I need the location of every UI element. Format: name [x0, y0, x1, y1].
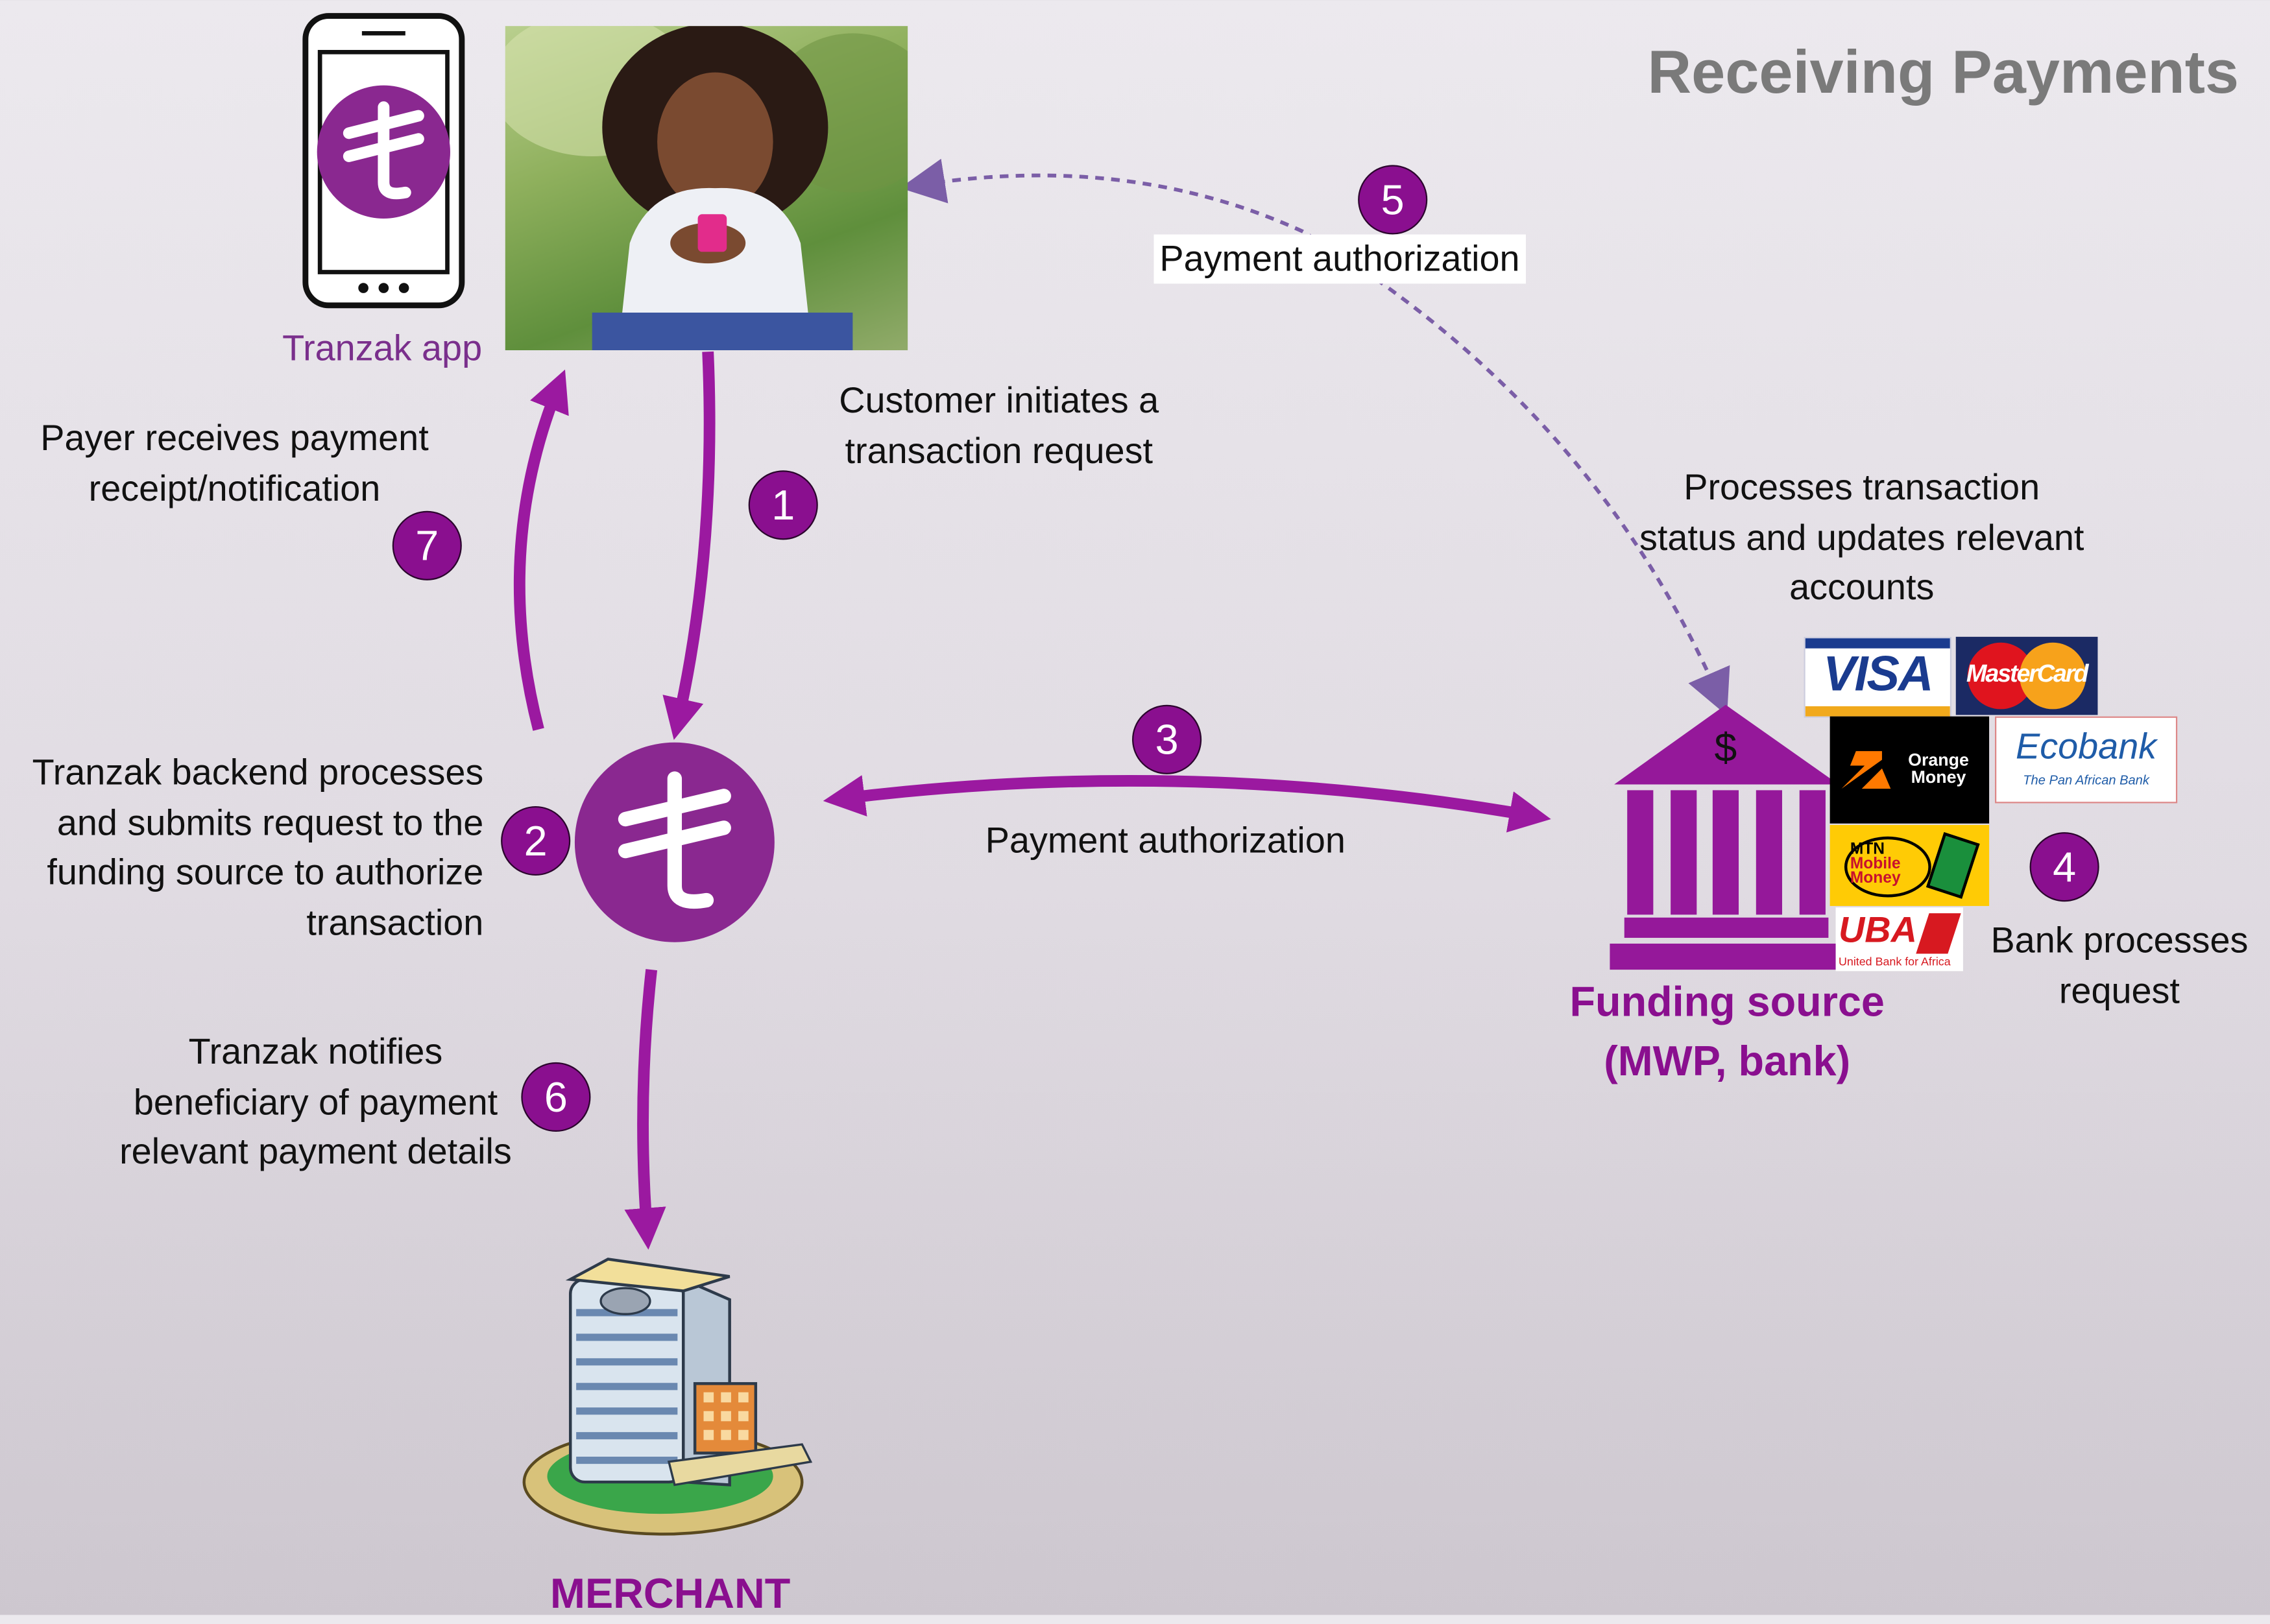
- merchant-building-icon: [522, 1258, 813, 1536]
- visa-logo: VISA: [1804, 636, 1952, 718]
- arrow-step-7: [513, 369, 569, 731]
- mtn-mobile-money-logo: MTN Mobile Money: [1829, 824, 1990, 906]
- mastercard-logo: MasterCard: [1955, 636, 2098, 715]
- step-3-label: Payment authorization: [985, 820, 1346, 861]
- tranzak-logo-icon: [317, 85, 450, 219]
- step-5-badge: 5: [1358, 165, 1428, 235]
- step-7-badge: 7: [392, 510, 462, 580]
- arrow-step-6: [624, 969, 666, 1250]
- uba-logo: UBA United Bank for Africa: [1835, 907, 1963, 972]
- step-2-badge: 2: [501, 806, 571, 876]
- step-1-badge: 1: [748, 470, 818, 540]
- arrow-step-5: [900, 158, 1730, 716]
- merchant-label: MERCHANT: [550, 1571, 791, 1618]
- arrow-step-1: [662, 351, 716, 740]
- page-title: Receiving Payments: [1647, 38, 2240, 106]
- funding-source-label: Funding source(MWP, bank): [1569, 979, 1885, 1086]
- customer-photo: [505, 26, 908, 351]
- app-label: Tranzak app: [282, 328, 483, 370]
- step-3-badge: 3: [1132, 704, 1202, 774]
- bank-icon: $: [1610, 704, 1843, 970]
- arrow-step-3: [823, 774, 1551, 833]
- step-6-badge: 6: [521, 1062, 591, 1132]
- step-4-badge: 4: [2029, 832, 2099, 902]
- step-5-label: Payment authorization: [1153, 234, 1526, 284]
- bank-symbol: $: [1715, 725, 1737, 770]
- ecobank-logo: Ecobank The Pan African Bank: [1995, 716, 2178, 804]
- smartphone-icon: [302, 13, 465, 309]
- tranzak-backend-logo-icon: [574, 742, 775, 942]
